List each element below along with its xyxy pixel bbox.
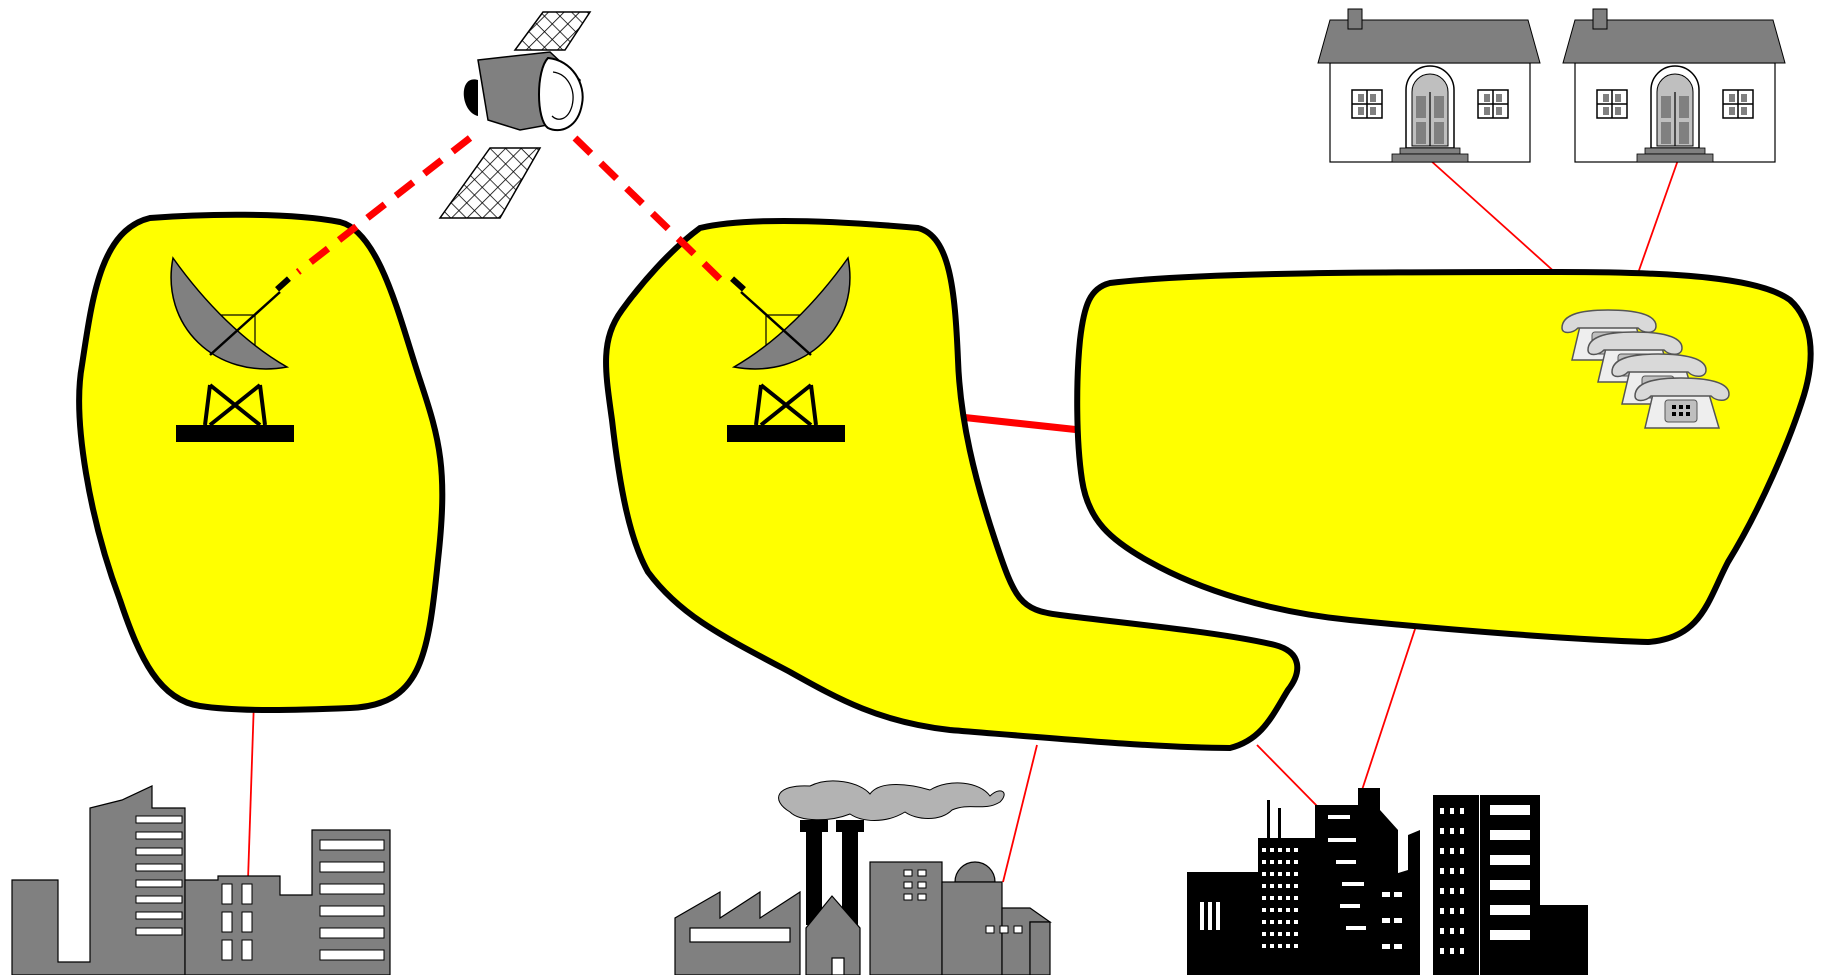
link-house1-right-region <box>1429 159 1559 276</box>
left-region <box>76 211 446 713</box>
link-middle-region-factory <box>1002 744 1038 883</box>
link-right-region-city <box>1361 619 1419 791</box>
city-skyline-icon <box>1187 788 1588 975</box>
link-house2-right-region <box>1636 159 1679 277</box>
telephone-icon <box>1561 309 1730 429</box>
office-building-icon <box>11 785 391 975</box>
house-icon <box>1562 8 1786 163</box>
satellite-links <box>295 135 728 287</box>
link-middle-right-region <box>959 413 1081 434</box>
satellite-icon <box>438 11 592 219</box>
connector-lines <box>247 159 1679 883</box>
link-middle-region-city <box>1256 744 1319 808</box>
house-icon <box>1317 8 1541 163</box>
link-satellite-left-dish <box>295 135 473 275</box>
right-region <box>1074 268 1814 646</box>
link-left-region-office <box>247 699 255 881</box>
factory-icon <box>674 780 1052 975</box>
